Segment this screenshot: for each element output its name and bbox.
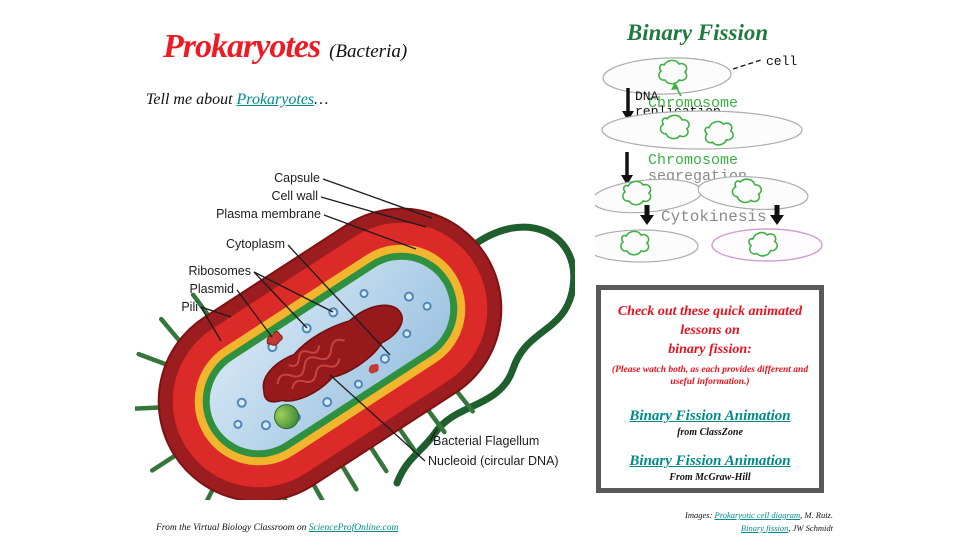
label-flagellum: Bacterial Flagellum	[433, 434, 539, 448]
label-pili: Pili	[181, 300, 198, 314]
arrow-cytokinesis-left-head	[640, 215, 654, 225]
credit-suffix: , JW Schmidt	[788, 522, 833, 533]
scienceprofonline-link[interactable]: ScienceProfOnline.com	[308, 523, 399, 533]
arrow-segregation-head	[621, 175, 633, 185]
lesson-box-note: (Please watch both, as each provides dif…	[601, 364, 819, 389]
animation-source-mcgrawhill: From McGraw-Hill	[669, 472, 751, 484]
prokaryote-cell-diagram: Capsule Cell wall Plasma membrane Cytopl…	[135, 171, 575, 500]
credit-line-1: Images: Prokaryotic cell diagram, M. Rui…	[685, 509, 833, 522]
label-cell: cell	[766, 54, 797, 69]
heading-line-2: lessons on	[680, 322, 740, 338]
plasmid-shape	[266, 331, 283, 346]
animation-source-classzone: from ClassZone	[677, 427, 743, 439]
label-chromosome-2: Chromosome	[648, 152, 738, 169]
title-bacteria: (Bacteria)	[329, 41, 408, 62]
label-plasmid: Plasmid	[190, 282, 235, 296]
cell-body	[135, 207, 503, 500]
cell-stage3b	[697, 175, 809, 211]
image-credits: Images: Prokaryotic cell diagram, M. Rui…	[685, 509, 833, 535]
label-chromosome: Chromosome	[648, 95, 738, 112]
cell-stage2	[601, 110, 803, 150]
label-cytoplasm: Cytoplasm	[226, 237, 285, 251]
label-nucleoid: Nucleoid (circular DNA)	[428, 454, 559, 468]
cell-diagram-credit-link[interactable]: Prokaryotic cell diagram	[714, 510, 801, 520]
inclusion-shape	[368, 363, 379, 374]
note-line-2: useful information.)	[670, 377, 750, 388]
binary-fission-diagram: cell Chromosome DNA replication Chromoso…	[595, 54, 823, 263]
label-dna: DNA	[635, 89, 659, 104]
label-cell-wall: Cell wall	[271, 189, 318, 203]
credit-line-2: Binary fission, JW Schmidt	[685, 522, 833, 535]
lesson-box: Check out these quick animated lessons o…	[596, 285, 824, 493]
chromosome-pointer-head	[671, 82, 679, 90]
prokaryotes-link[interactable]: Prokaryotes	[236, 91, 315, 108]
label-cytokinesis: Cytokinesis	[661, 208, 767, 226]
cell-stage4b	[711, 228, 823, 262]
credit-prefix: Images:	[685, 510, 715, 520]
label-capsule: Capsule	[274, 171, 320, 185]
arrow-cytokinesis-right-head	[770, 215, 784, 225]
storage-granule	[274, 404, 300, 430]
heading-line-3: binary fission:	[668, 341, 752, 357]
note-line-1: (Please watch both, as each provides dif…	[611, 364, 809, 375]
binary-fission-credit-link[interactable]: Binary fission	[740, 522, 789, 533]
cell-stage1	[602, 57, 732, 95]
label-ribosomes: Ribosomes	[188, 264, 251, 278]
page-title: Prokaryotes (Bacteria)	[163, 28, 407, 66]
prompt-prefix: Tell me about	[146, 91, 237, 108]
footer-attribution: From the Virtual Biology Classroom on Sc…	[156, 523, 398, 533]
nucleoid-coils	[276, 338, 345, 390]
title-prokaryotes: Prokaryotes	[163, 28, 321, 65]
credit-mid: , M. Ruiz.	[800, 510, 833, 520]
arrow-dna-replication-head	[622, 111, 634, 121]
lesson-box-heading: Check out these quick animated lessons o…	[601, 303, 819, 360]
cell-stage4a	[595, 229, 699, 263]
animation-link-classzone[interactable]: Binary Fission Animation	[629, 408, 791, 425]
nucleoid-shape	[262, 304, 403, 403]
animation-link-mcgrawhill[interactable]: Binary Fission Animation	[629, 453, 791, 470]
label-plasma-membrane: Plasma membrane	[216, 207, 321, 221]
prompt-suffix: …	[314, 91, 329, 108]
footer-text: From the Virtual Biology Classroom on	[156, 523, 309, 533]
cell-pointer	[732, 59, 762, 70]
ribosome-dots	[233, 289, 432, 431]
prompt-line: Tell me about Prokaryotes…	[146, 91, 328, 109]
heading-line-1: Check out these quick animated	[617, 304, 803, 319]
pointer-lines	[200, 178, 438, 462]
binary-fission-title: Binary Fission	[626, 20, 769, 45]
